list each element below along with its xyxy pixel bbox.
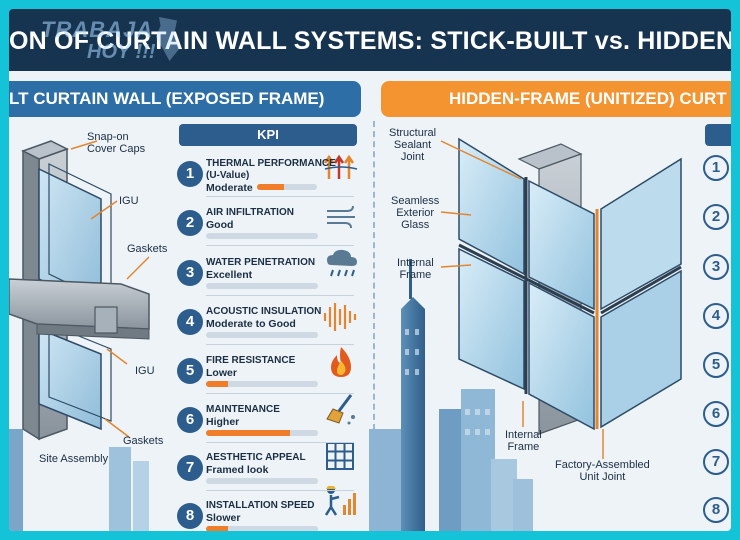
illustration-layer	[9, 137, 682, 531]
kpi-value: Moderate	[206, 182, 253, 194]
kpi-row-divider	[206, 245, 354, 246]
title-bar: ON OF CURTAIN WALL SYSTEMS: STICK-BUILT …	[9, 9, 731, 71]
kpi-rating-bar	[206, 283, 318, 289]
left-section-title: LT CURTAIN WALL (EXPOSED FRAME)	[9, 89, 325, 108]
kpi-rating-bar	[206, 233, 318, 239]
label-seamless-exterior-glass: Seamless Exterior Glass	[391, 195, 440, 231]
kpi-row-divider	[206, 490, 354, 491]
label-igu-top: IGU	[119, 195, 139, 207]
kpi-title: AESTHETIC APPEAL	[206, 452, 306, 463]
kpi-icon-grid	[326, 442, 354, 470]
kpi-icon-wind	[327, 205, 355, 229]
kpi-icon-flame	[331, 347, 351, 377]
right-kpi-number-badge: 4	[703, 303, 729, 329]
watermark-logo: TRABAJA HOY !!!	[35, 15, 185, 75]
section-divider	[373, 121, 375, 531]
kpi-icon-brush	[326, 394, 355, 425]
label-internal-frame-top: Internal Frame	[397, 257, 434, 281]
kpi-number-badge: 6	[177, 407, 203, 433]
kpi-icon-thermal	[323, 154, 358, 179]
kpi-rating-bar	[206, 526, 318, 531]
right-kpi-number-badge: 8	[703, 497, 729, 523]
label-factory-assembled-unit-joint: Factory-Assembled Unit Joint	[555, 459, 650, 483]
kpi-icon-rain	[327, 249, 357, 277]
kpi-value: Moderate to Good	[206, 318, 296, 330]
watermark-line2: HOY !!!	[87, 41, 156, 63]
kpi-value: Higher	[206, 416, 240, 428]
label-structural-sealant-joint: Structural Sealant Joint	[389, 127, 437, 163]
kpi-value: Excellent	[206, 269, 253, 281]
label-internal-frame-bottom: Internal Frame	[505, 429, 542, 453]
kpi-value: Good	[206, 219, 234, 231]
kpi-row-divider	[206, 442, 354, 443]
watermark-line1: TRABAJA	[41, 17, 154, 42]
kpi-rating-bar	[206, 430, 318, 436]
kpi-title: AIR INFILTRATION	[206, 207, 294, 218]
label-gaskets-top: Gaskets	[127, 243, 168, 255]
kpi-icon-sound	[323, 303, 357, 331]
label-gaskets-bottom: Gaskets	[123, 435, 164, 447]
infographic-frame: ON OF CURTAIN WALL SYSTEMS: STICK-BUILT …	[9, 9, 731, 531]
stick-built-assembly-illustration	[9, 140, 150, 531]
right-kpi-number-badge: 5	[703, 352, 729, 378]
kpi-rating-bar	[206, 332, 318, 338]
kpi-title: ACOUSTIC INSULATION	[206, 306, 322, 317]
left-section-header: LT CURTAIN WALL (EXPOSED FRAME)	[9, 81, 361, 117]
right-kpi-number-badge: 3	[703, 254, 729, 280]
kpi-rating-fill	[257, 184, 284, 190]
label-igu-bottom: IGU	[135, 365, 155, 377]
page-title: ON OF CURTAIN WALL SYSTEMS: STICK-BUILT …	[9, 27, 731, 55]
kpi-rating-fill	[206, 526, 229, 531]
kpi-number-badge: 1	[177, 161, 203, 187]
kpi-value: Framed look	[206, 464, 269, 476]
right-section-title: HIDDEN-FRAME (UNITIZED) CURT	[449, 89, 727, 108]
label-snap-on-cover-caps: Snap-on Cover Caps	[87, 131, 146, 155]
kpi-number-badge: 3	[177, 260, 203, 286]
kpi-header: KPI	[179, 124, 357, 146]
kpi-title: WATER PENETRATION	[206, 257, 316, 268]
kpi-title: MAINTENANCE	[206, 404, 280, 415]
kpi-number-badge: 4	[177, 309, 203, 335]
right-kpi-number-badge: 7	[703, 449, 729, 475]
kpi-rating-bar	[206, 478, 318, 484]
right-kpi-header	[705, 124, 731, 146]
kpi-row-divider	[206, 196, 354, 197]
kpi-value: Slower	[206, 512, 241, 524]
kpi-rating-bar	[257, 184, 317, 190]
kpi-rating-fill	[206, 430, 290, 436]
kpi-number-badge: 5	[177, 358, 203, 384]
kpi-row-divider	[206, 295, 354, 296]
kpi-row-divider	[206, 393, 354, 394]
label-site-assembly: Site Assembly	[39, 453, 109, 465]
kpi-title: THERMAL PERFORMANCE (U-Value)	[206, 158, 336, 181]
right-kpi-number-badge: 6	[703, 401, 729, 427]
kpi-title: INSTALLATION SPEED	[206, 500, 315, 511]
kpi-number-badge: 7	[177, 455, 203, 481]
kpi-title: FIRE RESISTANCE	[206, 355, 296, 366]
kpi-number-badge: 2	[177, 210, 203, 236]
right-section-header: HIDDEN-FRAME (UNITIZED) CURT	[381, 81, 731, 117]
right-kpi-number-badge: 1	[703, 155, 729, 181]
kpi-rating-bar	[206, 381, 318, 387]
kpi-row-divider	[206, 344, 354, 345]
kpi-value: Lower	[206, 367, 237, 379]
kpi-number-badge: 8	[177, 503, 203, 529]
kpi-rating-fill	[206, 381, 229, 387]
hidden-frame-assembly-illustration	[369, 137, 682, 531]
right-kpi-number-badge: 2	[703, 204, 729, 230]
